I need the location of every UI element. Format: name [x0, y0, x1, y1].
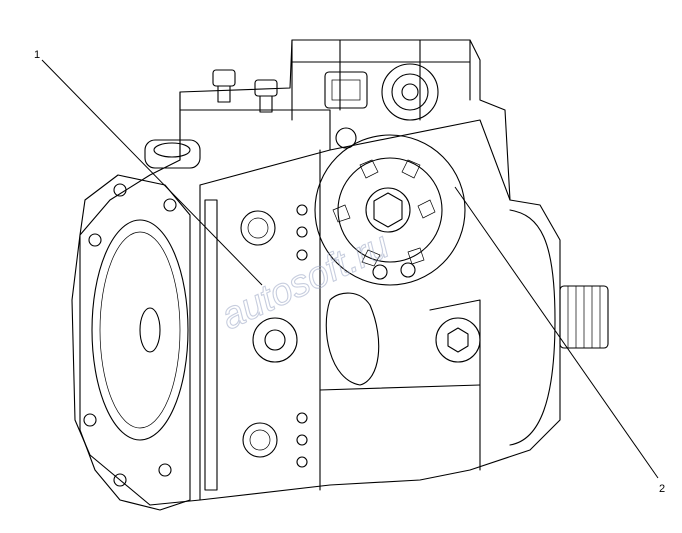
callout-label-1: 1: [34, 49, 41, 61]
side-bolt: [435, 317, 481, 363]
leader-line-1: [41, 59, 263, 286]
drive-shaft: [509, 209, 609, 446]
speed-sensor: [324, 63, 439, 149]
front-plate-ports: [204, 199, 308, 491]
mounting-flange: [79, 174, 191, 511]
top-fittings: [144, 69, 278, 169]
control-gear-cover: [314, 134, 466, 386]
pump-housing: [71, 39, 561, 506]
leader-line-2: [454, 186, 659, 479]
callout-label-2: 2: [659, 483, 666, 495]
